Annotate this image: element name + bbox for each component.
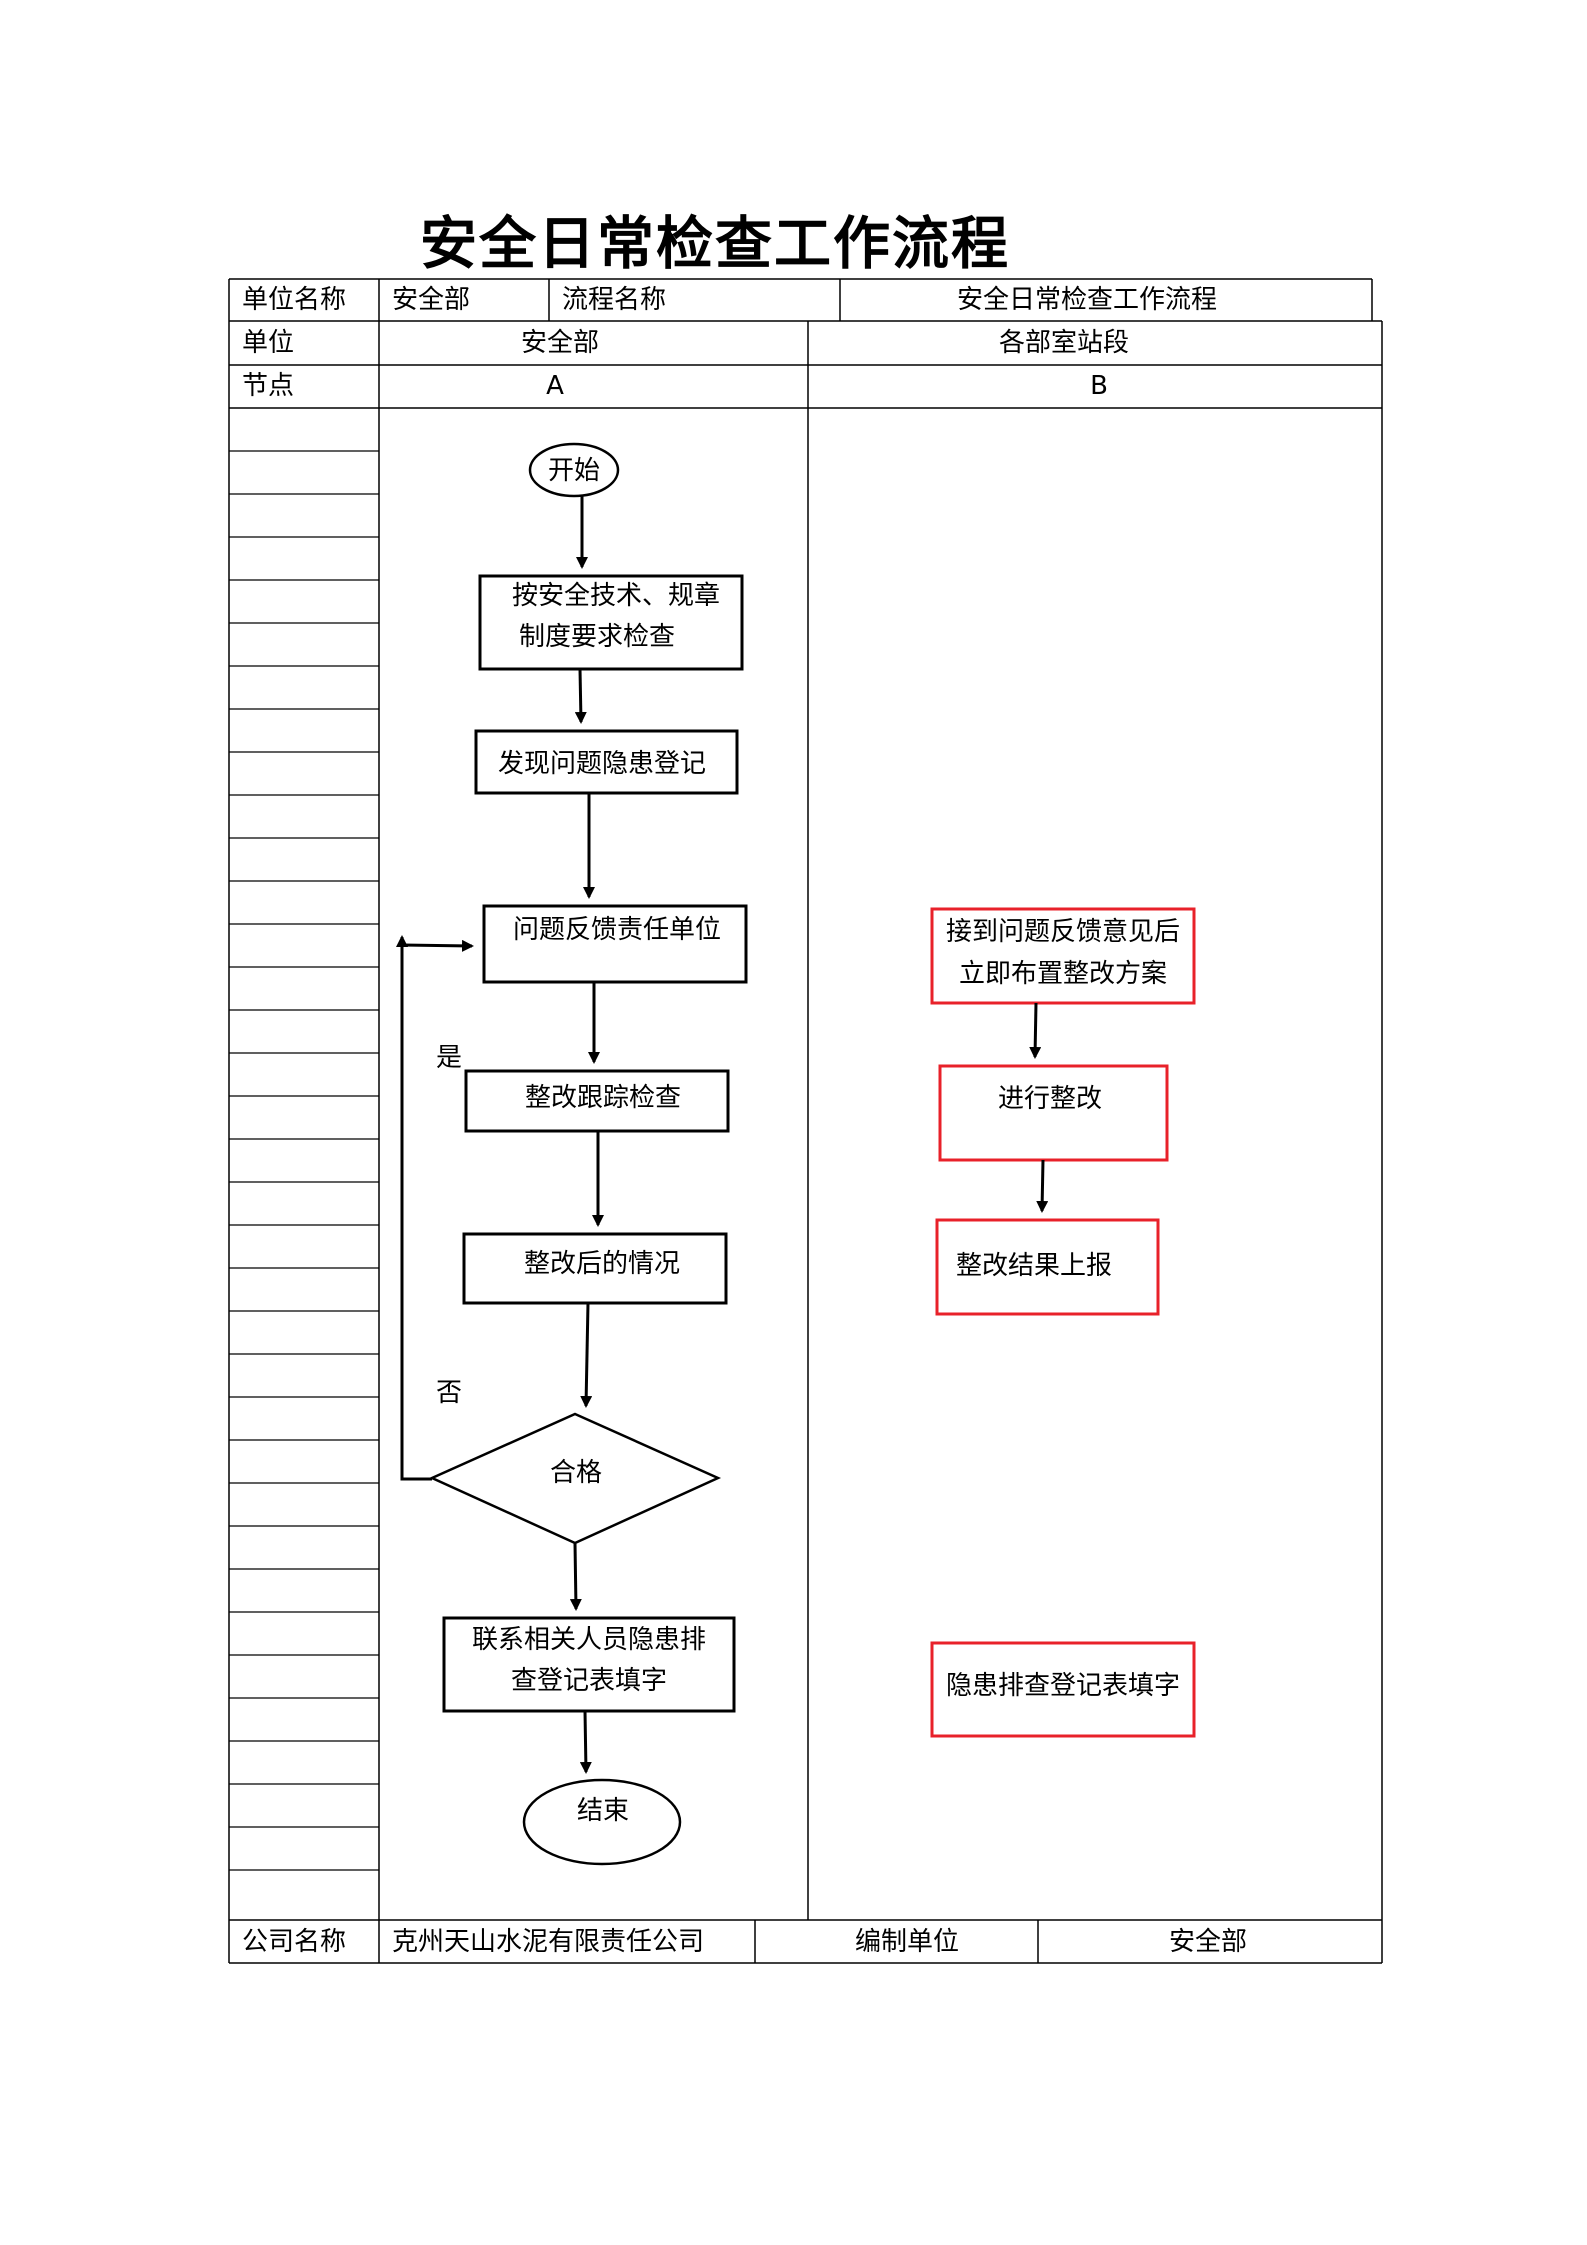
b4-box <box>930 1641 1196 1738</box>
b2-label: 进行整改 <box>998 1084 1102 1114</box>
b1-label-line1: 接到问题反馈意见后 <box>946 917 1180 947</box>
col-b-node: B <box>1090 371 1108 401</box>
step3-box <box>482 904 748 984</box>
col-a-arrows <box>396 496 604 1774</box>
step1-box <box>478 574 744 671</box>
end-label: 结束 <box>577 1796 629 1826</box>
step4-label: 整改跟踪检查 <box>525 1083 681 1113</box>
step2-label: 发现问题隐患登记 <box>498 749 706 779</box>
b1-label-line2: 立即布置整改方案 <box>959 959 1167 989</box>
step1-label-line2: 制度要求检查 <box>519 622 675 652</box>
step6-label-line1: 联系相关人员隐患排 <box>472 1625 706 1655</box>
col-a-node: A <box>546 371 564 401</box>
yes-label: 是 <box>436 1043 462 1073</box>
end-node <box>522 1778 682 1866</box>
company-value: 克州天山水泥有限责任公司 <box>392 1927 704 1957</box>
left-row-lines <box>229 450 379 1871</box>
unit-name-value: 安全部 <box>392 285 470 315</box>
step3-label: 问题反馈责任单位 <box>513 915 721 945</box>
header-table <box>228 278 1383 1964</box>
unit-name-label: 单位名称 <box>242 285 346 315</box>
b3-label: 整改结果上报 <box>956 1251 1112 1281</box>
col-b-flow <box>930 907 1196 1738</box>
col-b-arrows <box>1029 1002 1049 1213</box>
step5-label: 整改后的情况 <box>524 1249 680 1279</box>
step6-box <box>442 1616 736 1713</box>
step5-box <box>462 1232 728 1305</box>
step1-label-line1: 按安全技术、规章 <box>512 581 720 611</box>
start-label: 开始 <box>548 456 600 486</box>
b2-box <box>938 1064 1169 1162</box>
process-name-label: 流程名称 <box>562 285 666 315</box>
b4-label: 隐患排查登记表填字 <box>946 1671 1180 1701</box>
step6-label-line2: 查登记表填字 <box>511 1666 667 1696</box>
unit-label: 单位 <box>242 328 294 358</box>
no-label: 否 <box>436 1378 462 1408</box>
col-a-unit: 安全部 <box>521 328 599 358</box>
col-b-unit: 各部室站段 <box>999 328 1129 358</box>
company-label: 公司名称 <box>242 1927 346 1957</box>
step2-box <box>474 729 739 795</box>
process-name-value: 安全日常检查工作流程 <box>957 285 1217 315</box>
b1-box <box>930 907 1196 1005</box>
node-label: 节点 <box>242 371 294 401</box>
b3-box <box>935 1218 1160 1316</box>
decision-label: 合格 <box>550 1458 602 1488</box>
page-title: 安全日常检查工作流程 <box>420 211 1010 277</box>
start-node <box>528 442 620 498</box>
editor-value: 安全部 <box>1169 1927 1247 1957</box>
editor-label: 编制单位 <box>855 1927 959 1957</box>
